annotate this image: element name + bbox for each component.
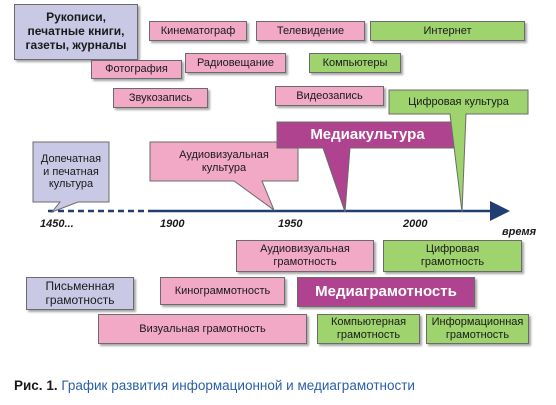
photography-box: Фотография bbox=[91, 60, 182, 79]
audiovisual-culture-label: Аудиовизуальная культура bbox=[179, 148, 269, 174]
tick-2000: 2000 bbox=[403, 218, 428, 230]
manuscripts-box: Рукописи, печатные книги, газеты, журнал… bbox=[14, 4, 138, 60]
information-literacy-box: Информационная грамотность bbox=[426, 314, 529, 344]
digital-culture-callout-shape bbox=[388, 89, 529, 213]
audiovisual-literacy-box: Аудиовизуальная грамотность bbox=[236, 240, 374, 272]
computer-literacy-box: Компьютерная грамотность bbox=[317, 314, 420, 344]
media-literacy-diagram: Рукописи, печатные книги, газеты, журнал… bbox=[14, 4, 537, 344]
sound-recording-box: Звукозапись bbox=[113, 88, 208, 108]
cinema-literacy-box: Кинограммотность bbox=[160, 277, 285, 305]
diagram-graphics bbox=[32, 89, 529, 221]
tick-1900: 1900 bbox=[160, 218, 185, 230]
preprint-culture-callout-shape bbox=[32, 141, 110, 214]
internet-box: Интернет bbox=[370, 21, 525, 41]
figure-caption: Рис. 1. График развития информационной и… bbox=[14, 378, 554, 393]
visual-literacy-box: Визуальная грамотность bbox=[98, 314, 307, 344]
preprint-culture-label: Допечатная и печатная культура bbox=[40, 153, 102, 191]
figure-caption-text: График развития информационной и медиагр… bbox=[61, 378, 415, 393]
media-literacy-box: Медиаграмотность bbox=[297, 277, 475, 307]
digital-literacy-box: Цифровая грамотность bbox=[383, 240, 522, 272]
radio-box: Радиовещание bbox=[185, 53, 286, 73]
video-recording-box: Видеозапись bbox=[275, 86, 384, 106]
computers-box: Компьютеры bbox=[309, 53, 401, 73]
digital-culture-label: Цифровая культура bbox=[408, 95, 509, 108]
tick-1950: 1950 bbox=[278, 218, 303, 230]
television-box: Телевидение bbox=[256, 21, 365, 41]
figure-number: Рис. 1. bbox=[14, 378, 58, 393]
cinema-box: Кинематограф bbox=[149, 21, 247, 41]
tick-1450: 1450... bbox=[40, 218, 74, 230]
timeline-axis-label: время bbox=[502, 226, 537, 238]
media-culture-label: Медиакультура bbox=[310, 126, 425, 144]
written-literacy-box: Письменная грамотность bbox=[26, 277, 134, 310]
